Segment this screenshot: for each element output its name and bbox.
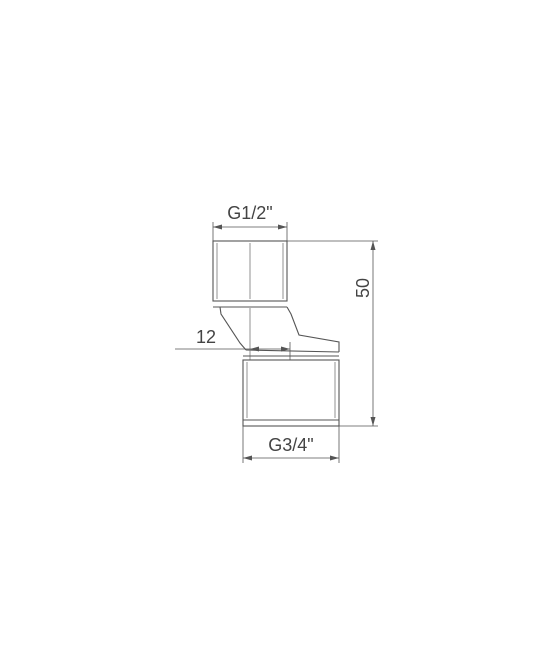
dimension-top-thread: G1/2" <box>212 203 288 241</box>
arrow-left <box>250 346 259 352</box>
bottom-nipple-outline <box>242 359 340 427</box>
arrow-right <box>281 346 290 352</box>
arrow-right <box>278 224 287 230</box>
fitting-body <box>212 240 340 427</box>
height-label: 50 <box>353 278 373 298</box>
arrow-right <box>330 455 339 461</box>
top-nipple-outline <box>212 240 288 302</box>
dimension-height: 50 <box>287 240 378 427</box>
arrow-left <box>213 224 222 230</box>
offset-label: 12 <box>196 327 216 347</box>
offset-transition-left <box>219 306 247 351</box>
arrow-bottom <box>370 417 376 426</box>
bottom-thread-label: G3/4" <box>268 435 313 455</box>
offset-transition-right <box>286 306 340 352</box>
arrow-left <box>243 455 252 461</box>
dimension-bottom-thread: G3/4" <box>242 426 340 463</box>
top-thread-label: G1/2" <box>227 203 272 223</box>
arrow-top <box>370 241 376 250</box>
dimension-offset: 12 <box>175 327 291 360</box>
offset-shoulder <box>245 349 340 353</box>
